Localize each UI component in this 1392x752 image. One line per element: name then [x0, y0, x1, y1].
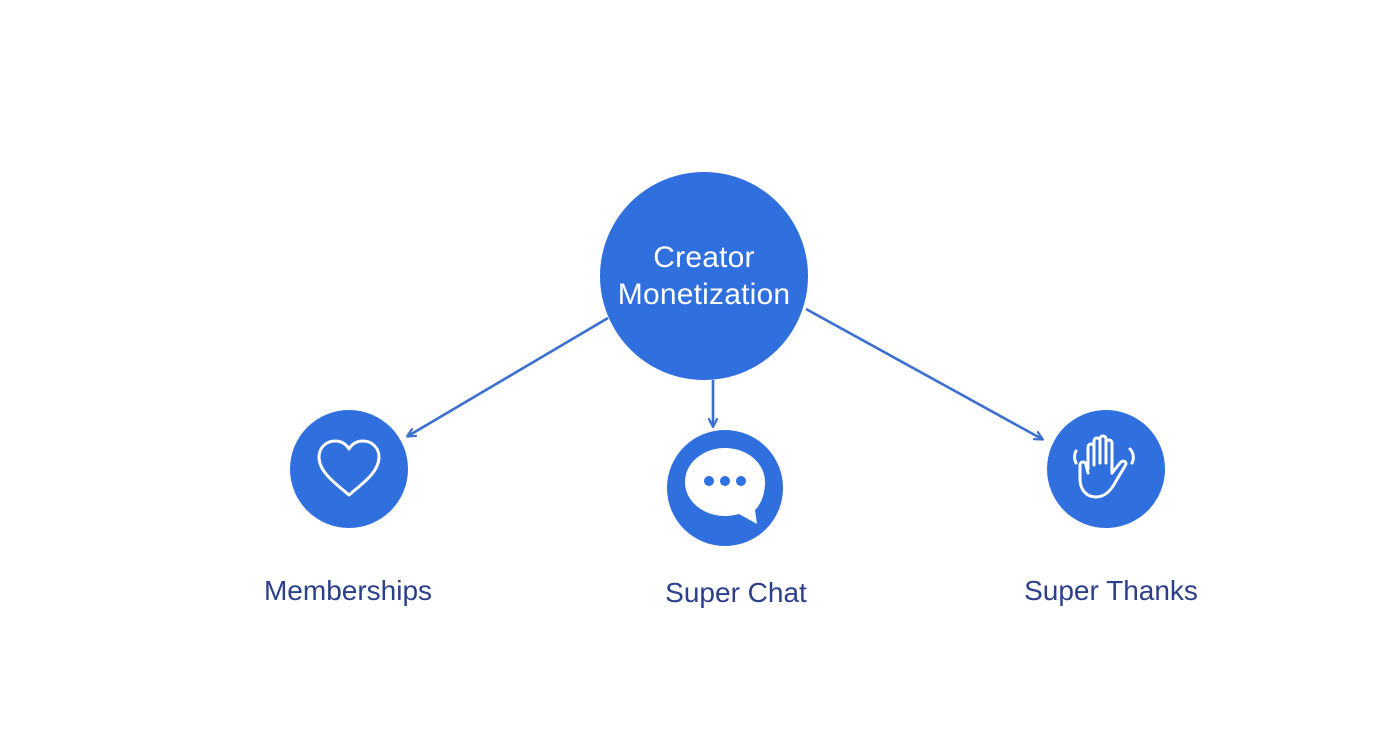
hand-wave-icon — [1073, 434, 1135, 499]
chat-bubble-icon — [685, 448, 765, 524]
arrow-to-memberships — [408, 316, 609, 436]
memberships-node — [290, 410, 408, 528]
center-title-line-1: Creator — [653, 241, 755, 274]
heart-icon — [317, 439, 381, 497]
super-thanks-label: Super Thanks — [1024, 575, 1198, 606]
arrow-to-super-thanks — [805, 307, 1042, 439]
center-title-line-2: Monetization — [617, 278, 791, 311]
super-chat-label: Super Chat — [665, 577, 807, 608]
memberships-label: Memberships — [263, 575, 433, 606]
super-chat-node — [667, 430, 783, 546]
center-node-creator-monetization: Creator Monetization — [600, 172, 808, 380]
super-thanks-node — [1047, 410, 1165, 528]
